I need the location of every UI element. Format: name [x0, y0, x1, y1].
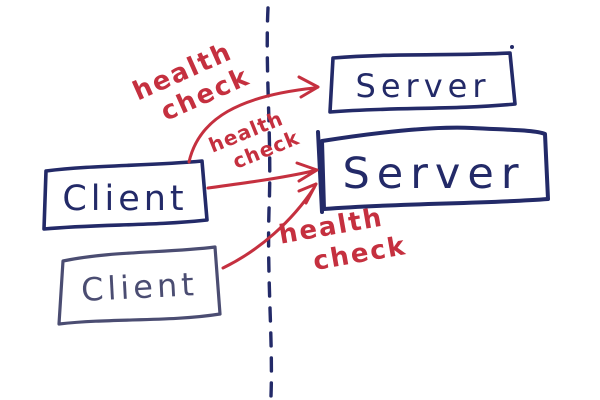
box-server-2-outline [316, 125, 550, 214]
box-server-1: Server [328, 45, 517, 114]
arrow-client1-to-server1 [187, 75, 320, 164]
stray-ink-dot [510, 45, 514, 49]
box-client-1: Client [42, 159, 209, 231]
box-client-1-label: Client [62, 179, 187, 219]
box-server-1-outline [328, 51, 517, 114]
box-server-2-label: Server [342, 149, 525, 199]
edge-label-health-check-1: health check [129, 32, 260, 134]
box-client-1-outline [42, 159, 209, 231]
arrow-client1-to-server2 [206, 161, 319, 190]
box-server-1-label: Server [356, 67, 491, 105]
box-client-2-label: Client [80, 265, 198, 309]
box-client-2-outline [57, 245, 222, 326]
arrow-client2-to-server2 [221, 182, 318, 270]
box-server-2: Server [316, 125, 550, 214]
box-client-2: Client [57, 245, 222, 326]
partition-dashed-line [265, 6, 274, 398]
